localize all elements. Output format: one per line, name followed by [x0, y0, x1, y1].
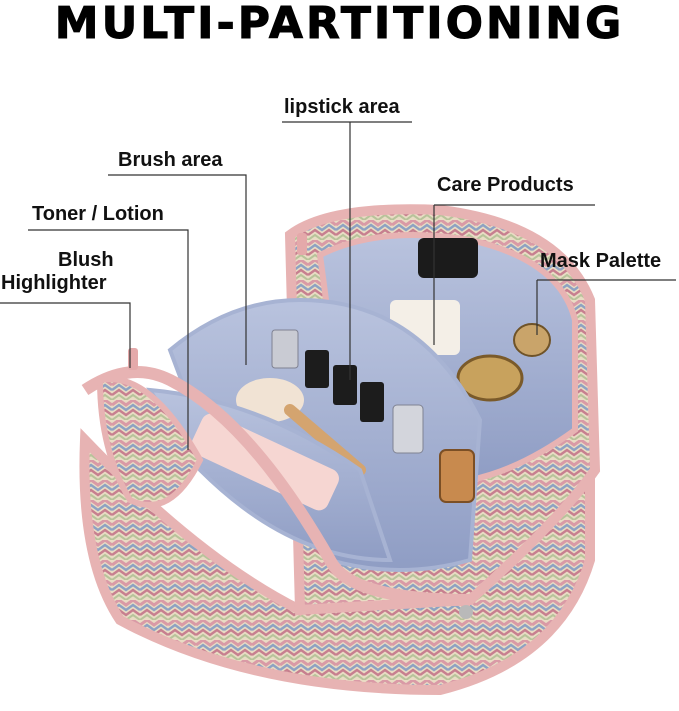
zipper-pull-back	[297, 233, 307, 255]
callout-line-brush	[108, 174, 247, 365]
rear-compartment-lining	[316, 232, 578, 484]
callout-line-lipstick	[282, 121, 412, 380]
callout-line-mask	[536, 279, 676, 335]
lipstick-2	[333, 365, 357, 405]
lipstick-gold	[439, 449, 475, 503]
mask-palette-jar	[513, 323, 551, 357]
label-blush: Blush	[58, 249, 114, 271]
zipper-pull-front	[459, 605, 473, 619]
callout-line-toner	[28, 229, 189, 450]
care-jar-black	[418, 238, 478, 278]
care-jar-gold	[456, 354, 524, 402]
bag-front-panel	[79, 421, 595, 696]
lipstick-1	[305, 350, 329, 388]
lipstick-silver-2	[392, 404, 424, 454]
label-highlighter: Highlighter	[1, 272, 107, 294]
label-care-products: Care Products	[437, 174, 574, 196]
label-toner-lotion: Toner / Lotion	[32, 203, 164, 225]
label-brush-area: Brush area	[118, 149, 223, 171]
lipstick-3	[360, 382, 384, 422]
label-mask-palette: Mask Palette	[540, 250, 662, 272]
page-title: MULTI-PARTITIONING	[54, 0, 625, 50]
label-lipstick-area: lipstick area	[284, 96, 400, 118]
bag-front-rim	[81, 366, 471, 606]
lipstick-silver	[271, 329, 299, 369]
callout-line-care	[433, 204, 595, 345]
callout-line-blush	[0, 302, 131, 368]
blush-pocket	[96, 376, 204, 508]
